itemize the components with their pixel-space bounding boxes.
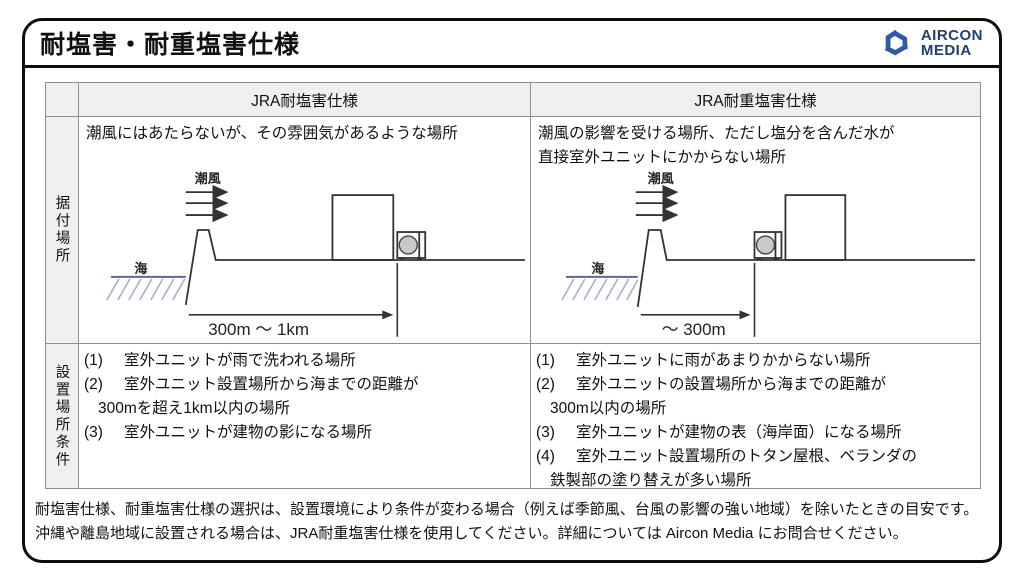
page-title: 耐塩害・耐重塩害仕様: [40, 31, 301, 59]
salt-installation-cell: 潮風にはあたらないが、その雰囲気があるような場所 潮風: [79, 117, 531, 344]
wind-label: 潮風: [195, 171, 221, 186]
row-header-site-conditions: 設置場所条件: [46, 344, 79, 489]
condition-item-continuation: 300mを超え1km以内の場所: [98, 400, 291, 417]
seawall-ground-line: [636, 229, 976, 307]
wind-label: 潮風: [648, 171, 674, 186]
distance-label: 300m ～ 1km: [208, 320, 309, 339]
corner-cell: [46, 83, 79, 117]
sea-hatch-lines: [106, 278, 186, 301]
salt-conditions-cell: (1) 室外ユニットが雨で洗われる場所 (2) 室外ユニット設置場所から海までの…: [79, 344, 531, 489]
heavy-salt-installation-cell: 潮風の影響を受ける場所、ただし塩分を含んだ水が 直接室外ユニットにかからない場所…: [531, 117, 981, 344]
condition-item: (4) 室外ユニット設置場所のトタン屋根、ベランダの: [536, 448, 918, 465]
salt-site-diagram: 潮風 海: [106, 171, 526, 339]
sea-label: 海: [134, 261, 147, 276]
building-shape: [331, 194, 395, 261]
sea-label: 海: [591, 261, 604, 276]
sea-hatch-lines: [561, 278, 639, 301]
column-header-salt: JRA耐塩害仕様: [79, 83, 531, 117]
row-header-installation-site: 据付場所: [46, 117, 79, 344]
outdoor-unit-icon: [753, 231, 783, 261]
brand-logo-line1: AIRCON: [920, 27, 983, 44]
column-header-heavy-salt: JRA耐重塩害仕様: [531, 83, 981, 117]
footer-note-line2: 沖縄や離島地域に設置される場合は、JRA耐重塩害仕様を使用してください。詳細につ…: [35, 525, 908, 542]
condition-item: (1) 室外ユニットが雨で洗われる場所: [84, 352, 356, 369]
page-frame: 耐塩害・耐重塩害仕様 AIRCON MEDIA JRA耐塩害仕様 JRA耐重塩害…: [22, 18, 1002, 563]
condition-item: (2) 室外ユニットの設置場所から海までの距離が: [536, 376, 887, 393]
brand-logo-line2: MEDIA: [920, 42, 972, 59]
brand-logo: AIRCON MEDIA: [877, 24, 983, 62]
footer-note-line1: 耐塩害仕様、耐重塩害仕様の選択は、設置環境により条件が変わる場合（例えば季節風、…: [35, 501, 979, 518]
condition-item-continuation: 鉄製部の塗り替えが多い場所: [550, 472, 752, 489]
hexagon-knot-icon: [884, 29, 908, 56]
condition-item: (2) 室外ユニット設置場所から海までの距離が: [84, 376, 419, 393]
distance-label: ～ 300m: [662, 320, 726, 339]
condition-item: (3) 室外ユニットが建物の影になる場所: [84, 424, 373, 441]
heavy-salt-conditions-cell: (1) 室外ユニットに雨があまりかからない場所 (2) 室外ユニットの設置場所か…: [531, 344, 981, 489]
brand-logo-text: AIRCON MEDIA: [921, 28, 983, 58]
seawall-ground-line: [184, 229, 526, 306]
wind-arrows-icon: [185, 184, 229, 223]
condition-item: (3) 室外ユニットが建物の表（海岸面）になる場所: [536, 424, 902, 441]
spec-table-area: JRA耐塩害仕様 JRA耐重塩害仕様 据付場所 潮風にはあたらないが、その雰囲気…: [25, 68, 999, 489]
spec-table: JRA耐塩害仕様 JRA耐重塩害仕様 据付場所 潮風にはあたらないが、その雰囲気…: [45, 82, 981, 489]
heavy-salt-site-diagram: 潮風 海: [561, 171, 976, 339]
condition-item: (1) 室外ユニットに雨があまりかからない場所: [536, 352, 871, 369]
salt-location-desc: 潮風にはあたらないが、その雰囲気があるような場所: [86, 125, 458, 142]
outdoor-unit-icon: [396, 231, 427, 261]
building-shape: [784, 194, 847, 261]
heavy-salt-location-desc: 潮風の影響を受ける場所、ただし塩分を含んだ水が 直接室外ユニットにかからない場所: [538, 125, 895, 166]
page-header: 耐塩害・耐重塩害仕様 AIRCON MEDIA: [25, 21, 999, 68]
condition-item-continuation: 300m以内の場所: [550, 400, 667, 417]
footer-note: 耐塩害仕様、耐重塩害仕様の選択は、設置環境により条件が変わる場合（例えば季節風、…: [25, 489, 999, 546]
wind-arrows-icon: [635, 184, 679, 223]
